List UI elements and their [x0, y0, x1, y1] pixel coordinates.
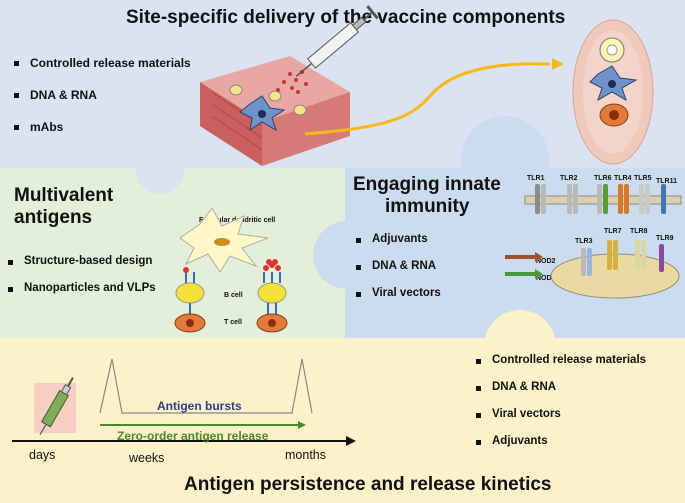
tlr-label: TLR3 — [575, 238, 593, 245]
tlr-label: TLR1 — [527, 175, 545, 182]
list-item: Viral vectors — [356, 287, 441, 299]
list-item: DNA & RNA — [356, 260, 441, 272]
axis-label-days: days — [29, 448, 56, 462]
tlr-label: TLR7 — [604, 228, 622, 235]
top-right-knob — [461, 116, 549, 204]
left-top-knob — [136, 146, 184, 194]
top-list: Controlled release materials DNA & RNA m… — [14, 56, 191, 134]
bottom-list: Controlled release materials DNA & RNA V… — [476, 354, 646, 447]
tlr-receptors-top — [535, 184, 666, 214]
list-item: Adjuvants — [476, 435, 646, 447]
innate-illustration — [505, 184, 682, 299]
multivalent-illustration — [174, 207, 288, 333]
axis-label-months: months — [285, 448, 326, 462]
zero-order-label: Zero-order antigen release — [117, 429, 269, 443]
list-item: Controlled release materials — [476, 354, 646, 366]
tlr-receptors-endosome — [581, 240, 664, 276]
right-title-line2: immunity — [385, 196, 470, 217]
nod1-arrow — [505, 269, 543, 279]
antigen-bursts-label: Antigen bursts — [157, 399, 242, 413]
top-title: Site-specific delivery of the vaccine co… — [126, 7, 566, 28]
list-item: mAbs — [14, 120, 191, 134]
tissue-block-side — [262, 92, 350, 166]
antigen-bursts-curve — [99, 358, 313, 414]
axis-label-weeks: weeks — [129, 451, 165, 465]
top-panel — [0, 0, 685, 170]
bottom-right-knob — [484, 310, 556, 382]
b-cell-icon — [175, 282, 205, 304]
delivery-illustration — [200, 5, 654, 166]
tlr-label: TLR9 — [656, 235, 674, 242]
nanoparticle-icon — [263, 259, 281, 271]
bcell-label: B cell — [224, 292, 243, 299]
bottom-panel — [0, 335, 685, 503]
left-title-line1: Multivalent — [14, 185, 114, 206]
list-item: DNA & RNA — [476, 381, 646, 393]
cell-icon — [293, 104, 307, 116]
tlr-label: TLR5 — [634, 175, 652, 182]
list-item: Adjuvants — [356, 233, 441, 245]
right-title-line1: Engaging innate — [353, 174, 501, 195]
right-list: Adjuvants DNA & RNA Viral vectors — [356, 233, 441, 299]
delivery-arrow — [304, 62, 551, 136]
cell-icon — [268, 90, 282, 102]
left-title-line2: antigens — [14, 207, 93, 228]
list-item: Controlled release materials — [14, 56, 191, 70]
tlr-label: TLR2 — [560, 175, 578, 182]
b-cell-icon — [257, 282, 287, 304]
time-axis-arrowhead — [346, 436, 356, 446]
bottom-title: Antigen persistence and release kinetics — [184, 474, 552, 495]
nod-label: NOD1 — [536, 275, 556, 282]
list-item: Nanoparticles and VLPs — [8, 282, 156, 294]
cell-icon — [229, 84, 243, 96]
tissue-block-front — [200, 82, 262, 166]
list-item: Viral vectors — [476, 408, 646, 420]
list-item: DNA & RNA — [14, 88, 191, 102]
tissue-block-top — [200, 56, 350, 122]
left-panel — [0, 168, 345, 338]
left-list: Structure-based design Nanoparticles and… — [8, 255, 156, 294]
right-left-knob — [313, 221, 381, 289]
arrow-head — [552, 58, 564, 70]
nod2-arrow — [505, 252, 543, 262]
tlr-label: TLR8 — [630, 228, 648, 235]
list-item: Structure-based design — [8, 255, 156, 267]
nod-label: NOD2 — [536, 258, 556, 265]
syringe-icon — [39, 377, 74, 436]
tlr-label: TLR11 — [656, 178, 678, 185]
tlr-label: TLR4 — [614, 175, 632, 182]
kinetics-illustration — [12, 358, 356, 446]
syringe-icon — [295, 5, 379, 77]
tlr-label: TLR6 — [594, 175, 612, 182]
tcell-label: T cell — [224, 319, 242, 326]
